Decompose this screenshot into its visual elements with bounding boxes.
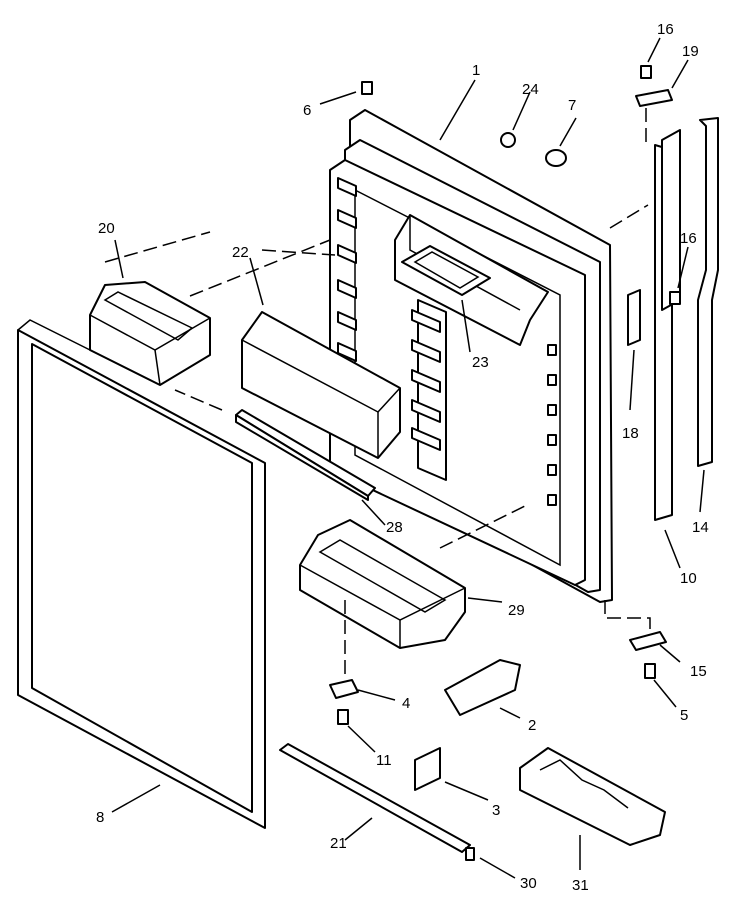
door-bin-lower xyxy=(299,519,466,649)
cap-7 xyxy=(545,149,567,167)
trim-rail-14 xyxy=(697,117,719,467)
shelf-trim-upper xyxy=(235,409,376,501)
callout-20: 20 xyxy=(98,220,115,237)
screw-16b xyxy=(669,291,681,305)
callout-30: 30 xyxy=(520,875,537,892)
callout-6: 6 xyxy=(303,102,311,119)
callout-21: 21 xyxy=(330,835,347,852)
screw-5 xyxy=(644,663,656,679)
callout-19: 19 xyxy=(682,43,699,60)
dairy-cover xyxy=(241,311,401,459)
callout-1: 1 xyxy=(472,62,480,79)
callout-24: 24 xyxy=(522,81,539,98)
center-column xyxy=(411,299,447,481)
bracket-4 xyxy=(329,679,359,699)
callout-28: 28 xyxy=(386,519,403,536)
callout-11: 11 xyxy=(376,752,392,769)
callout-10: 10 xyxy=(680,570,697,587)
dairy-door xyxy=(401,245,491,296)
callout-23: 23 xyxy=(472,354,489,371)
callouts: 1 2 3 4 5 6 7 8 10 11 14 15 16 16 18 19 … xyxy=(96,21,709,894)
callout-22: 22 xyxy=(232,244,249,261)
door-bin-upper xyxy=(89,281,211,386)
egg-tray-31 xyxy=(519,747,666,846)
handle-insert-18 xyxy=(627,289,641,346)
cover-3 xyxy=(414,747,441,791)
callout-31: 31 xyxy=(572,877,589,894)
callout-7: 7 xyxy=(568,97,576,114)
callout-14: 14 xyxy=(692,519,709,536)
callout-5: 5 xyxy=(680,707,688,724)
right-rib-markers xyxy=(547,344,557,506)
door-liner xyxy=(329,109,613,603)
bottom-hinge-15 xyxy=(629,631,667,651)
callout-18: 18 xyxy=(622,425,639,442)
screw-16a xyxy=(640,65,652,79)
door-handle-rail xyxy=(654,129,681,521)
callout-29: 29 xyxy=(508,602,525,619)
screw-6 xyxy=(361,81,373,95)
clip-30 xyxy=(465,847,475,861)
left-shelf-ribs xyxy=(337,177,357,362)
nut-24 xyxy=(500,132,516,148)
callout-2: 2 xyxy=(528,717,536,734)
trim-strip-21 xyxy=(279,743,471,853)
assembly-lines xyxy=(104,108,651,680)
top-hinge-19 xyxy=(635,89,673,107)
callout-8: 8 xyxy=(96,809,104,826)
cover-2 xyxy=(444,659,521,716)
screw-11 xyxy=(337,709,349,725)
callout-15: 15 xyxy=(690,663,707,680)
callout-16b: 16 xyxy=(680,230,697,247)
callout-4: 4 xyxy=(402,695,410,712)
callout-16a: 16 xyxy=(657,21,674,38)
leader-lines xyxy=(111,37,705,879)
door-gasket xyxy=(17,319,266,829)
callout-3: 3 xyxy=(492,802,500,819)
